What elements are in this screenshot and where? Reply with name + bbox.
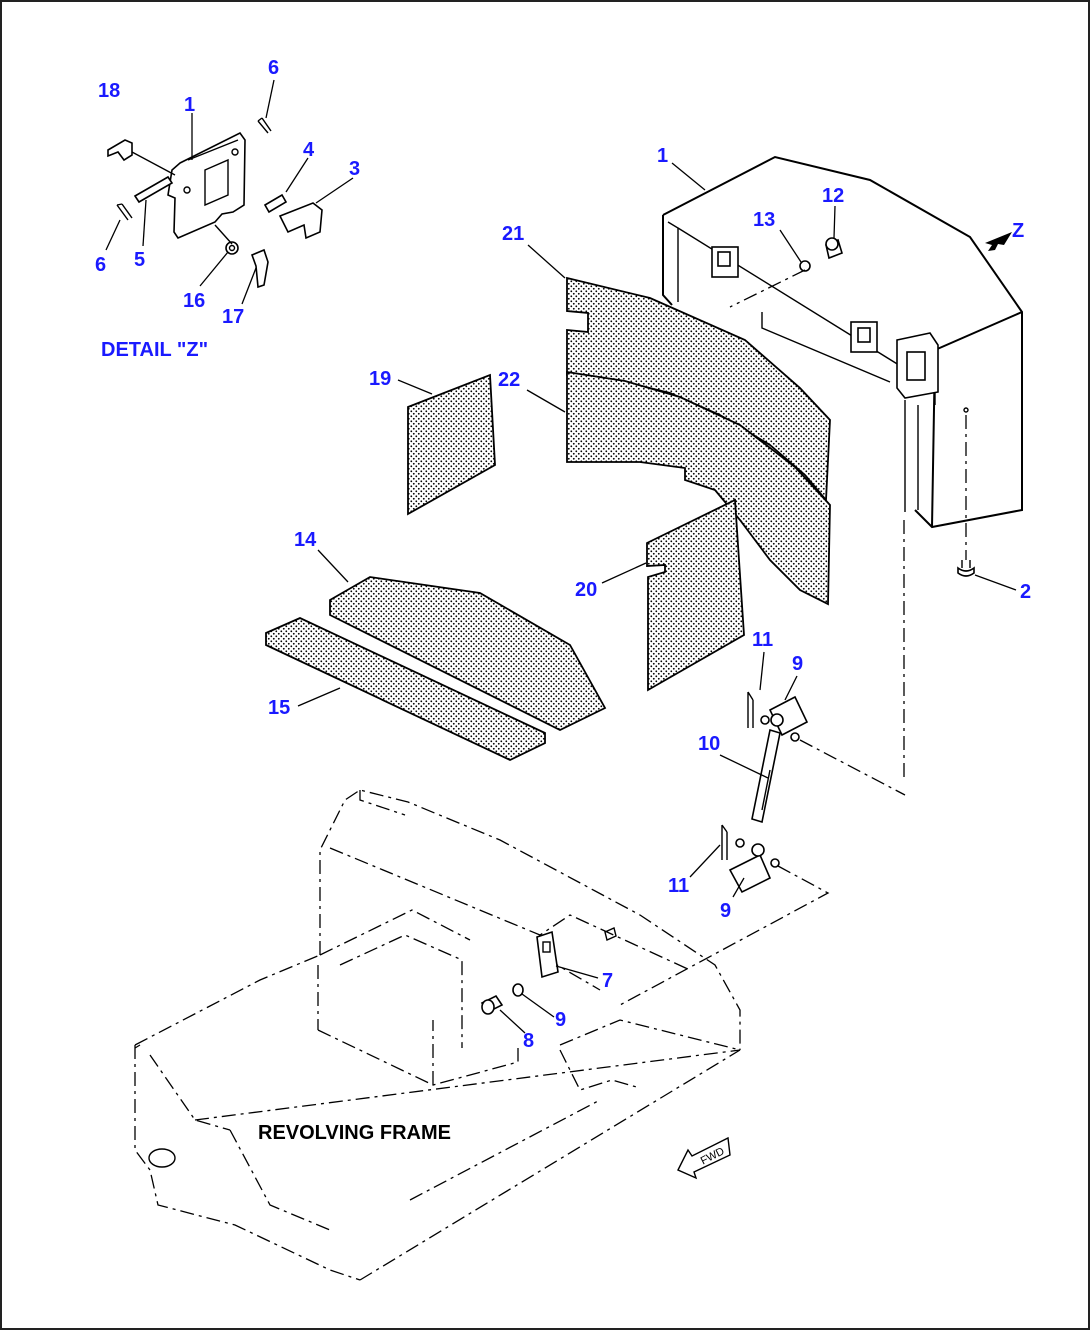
callout-12: 12 (822, 185, 844, 207)
callout-11-lower: 11 (668, 875, 689, 897)
revolving-frame-caption: REVOLVING FRAME (258, 1122, 451, 1144)
callout-6-detail-top: 6 (268, 57, 279, 79)
detail-leaders (105, 79, 354, 305)
callout-17-detail: 17 (222, 306, 244, 328)
callout-8: 8 (523, 1030, 534, 1052)
callout-2: 2 (1020, 581, 1031, 603)
cover-leaders (671, 162, 1017, 591)
callout-11-upper: 11 (752, 629, 773, 651)
callout-6-detail-bottom: 6 (95, 254, 106, 276)
view-arrow-z-label: Z (1012, 220, 1024, 242)
detail-z-caption: DETAIL "Z" (101, 339, 208, 361)
callout-14: 14 (294, 529, 317, 551)
callout-22: 22 (498, 369, 520, 391)
callout-9-upper: 9 (792, 653, 803, 675)
revolving-frame (134, 789, 741, 1281)
callout-7: 7 (602, 970, 613, 992)
callout-15: 15 (268, 697, 290, 719)
gas-spring-leaders (689, 651, 798, 898)
callout-10: 10 (698, 733, 720, 755)
callout-19: 19 (369, 368, 391, 390)
cover-assembly (662, 155, 1023, 577)
detail-z-assembly (107, 117, 323, 289)
callout-1-cover: 1 (657, 145, 668, 167)
callout-9-frame: 9 (555, 1009, 566, 1031)
callout-13: 13 (753, 209, 775, 231)
callout-21: 21 (502, 223, 524, 245)
callout-9-lower: 9 (720, 900, 731, 922)
callout-5-detail: 5 (134, 249, 145, 271)
panel-leaders (297, 244, 647, 707)
gas-spring-assembly (619, 520, 906, 1006)
frame-leaders (499, 965, 599, 1034)
callout-20: 20 (575, 579, 597, 601)
callout-3-detail: 3 (349, 158, 360, 180)
callout-18-detail: 18 (98, 80, 120, 102)
callout-1-detail: 1 (184, 94, 195, 116)
sound-panels (265, 276, 831, 761)
callout-4-detail: 4 (303, 139, 315, 161)
fwd-arrow-label: FWD (699, 1145, 727, 1167)
callout-16-detail: 16 (183, 290, 205, 312)
